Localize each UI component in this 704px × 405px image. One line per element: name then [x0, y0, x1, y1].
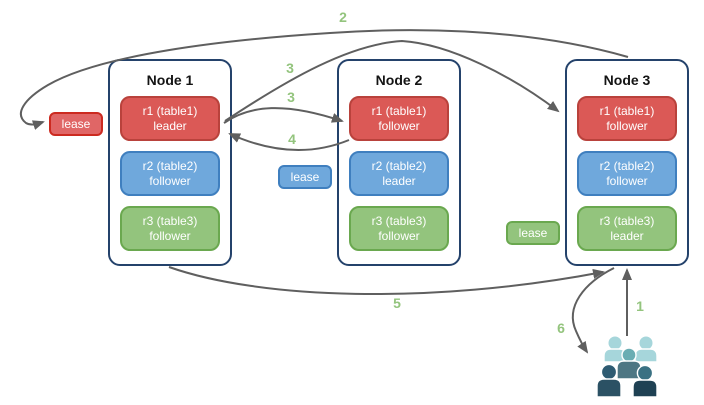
node-1-box: Node 1 r1 (table1) leader r2 (table2) fo…	[108, 59, 232, 266]
arrow-step5-node1-to-node3	[168, 266, 605, 296]
step-label-4: 4	[288, 131, 296, 147]
replica-name: r3 (table3)	[599, 213, 655, 228]
replica-name: r1 (table1)	[142, 103, 198, 118]
node-1-title: Node 1	[146, 72, 194, 88]
node-2-title: Node 2	[375, 72, 423, 88]
node3-r1-replica: r1 (table1) follower	[577, 96, 677, 141]
replica-name: r1 (table1)	[371, 103, 427, 118]
replica-role: follower	[606, 173, 648, 188]
node-2-box: Node 2 r1 (table1) follower r2 (table2) …	[337, 59, 461, 266]
node2-r3-replica: r3 (table3) follower	[349, 206, 449, 251]
node3-r3-replica: r3 (table3) leader	[577, 206, 677, 251]
node1-r1-replica: r1 (table1) leader	[120, 96, 220, 141]
user-front-right	[632, 364, 658, 398]
node-3-box: Node 3 r1 (table1) follower r2 (table2) …	[565, 59, 689, 266]
node3-r2-replica: r2 (table2) follower	[577, 151, 677, 196]
user-back-right	[634, 335, 658, 363]
replica-role: follower	[149, 228, 191, 243]
replica-role: leader	[610, 228, 644, 243]
replica-role: leader	[153, 118, 187, 133]
replica-name: r3 (table3)	[371, 213, 427, 228]
replica-name: r2 (table2)	[599, 158, 655, 173]
node1-r2-replica: r2 (table2) follower	[120, 151, 220, 196]
step-label-3a: 3	[286, 60, 294, 76]
step-label-2: 2	[339, 9, 347, 25]
lease-r2-badge: lease	[278, 165, 332, 189]
node2-r2-replica: r2 (table2) leader	[349, 151, 449, 196]
node-3-title: Node 3	[603, 72, 651, 88]
step-label-6: 6	[557, 320, 565, 336]
users-icon	[596, 335, 658, 398]
step-label-5: 5	[393, 295, 401, 311]
replica-name: r3 (table3)	[142, 213, 198, 228]
step-label-1: 1	[636, 298, 644, 314]
user-front-left	[596, 363, 622, 398]
node1-r3-replica: r3 (table3) follower	[120, 206, 220, 251]
replica-role: follower	[378, 228, 420, 243]
arrow-step3-node1-to-node2	[223, 107, 344, 124]
replica-role: follower	[149, 173, 191, 188]
lease-r3-badge: lease	[506, 221, 560, 245]
replica-role: follower	[606, 118, 648, 133]
replica-role: leader	[382, 173, 416, 188]
lease-r1-badge: lease	[49, 112, 103, 136]
replica-name: r2 (table2)	[371, 158, 427, 173]
node2-r1-replica: r1 (table1) follower	[349, 96, 449, 141]
replica-name: r1 (table1)	[599, 103, 655, 118]
replica-role: follower	[378, 118, 420, 133]
step-label-3b: 3	[287, 89, 295, 105]
replica-name: r2 (table2)	[142, 158, 198, 173]
